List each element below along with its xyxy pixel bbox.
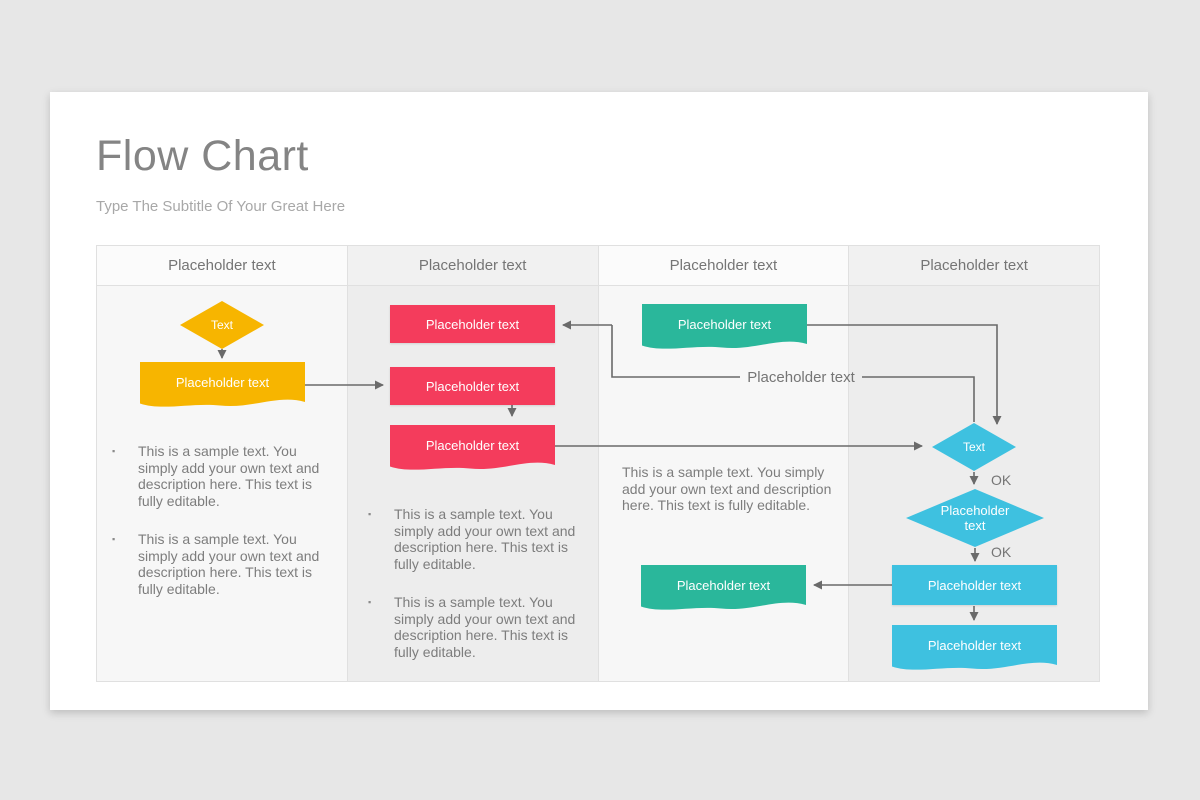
column-body (849, 286, 1099, 681)
swimlane-column-1: Placeholder text (97, 246, 348, 681)
column-header: Placeholder text (97, 246, 347, 286)
swimlane-table: Placeholder text Placeholder text Placeh… (96, 245, 1100, 682)
column-body (97, 286, 347, 681)
column-header: Placeholder text (849, 246, 1099, 286)
swimlane-column-2: Placeholder text (347, 246, 599, 681)
slide-card: Flow Chart Type The Subtitle Of Your Gre… (50, 92, 1148, 710)
slide-title: Flow Chart (96, 132, 309, 180)
column-header: Placeholder text (347, 246, 598, 286)
column-header: Placeholder text (598, 246, 849, 286)
column-body (347, 286, 598, 681)
column-body (598, 286, 849, 681)
swimlane-column-4: Placeholder text (849, 246, 1099, 681)
swimlane-column-3: Placeholder text (598, 246, 850, 681)
slide-subtitle: Type The Subtitle Of Your Great Here (96, 198, 346, 215)
